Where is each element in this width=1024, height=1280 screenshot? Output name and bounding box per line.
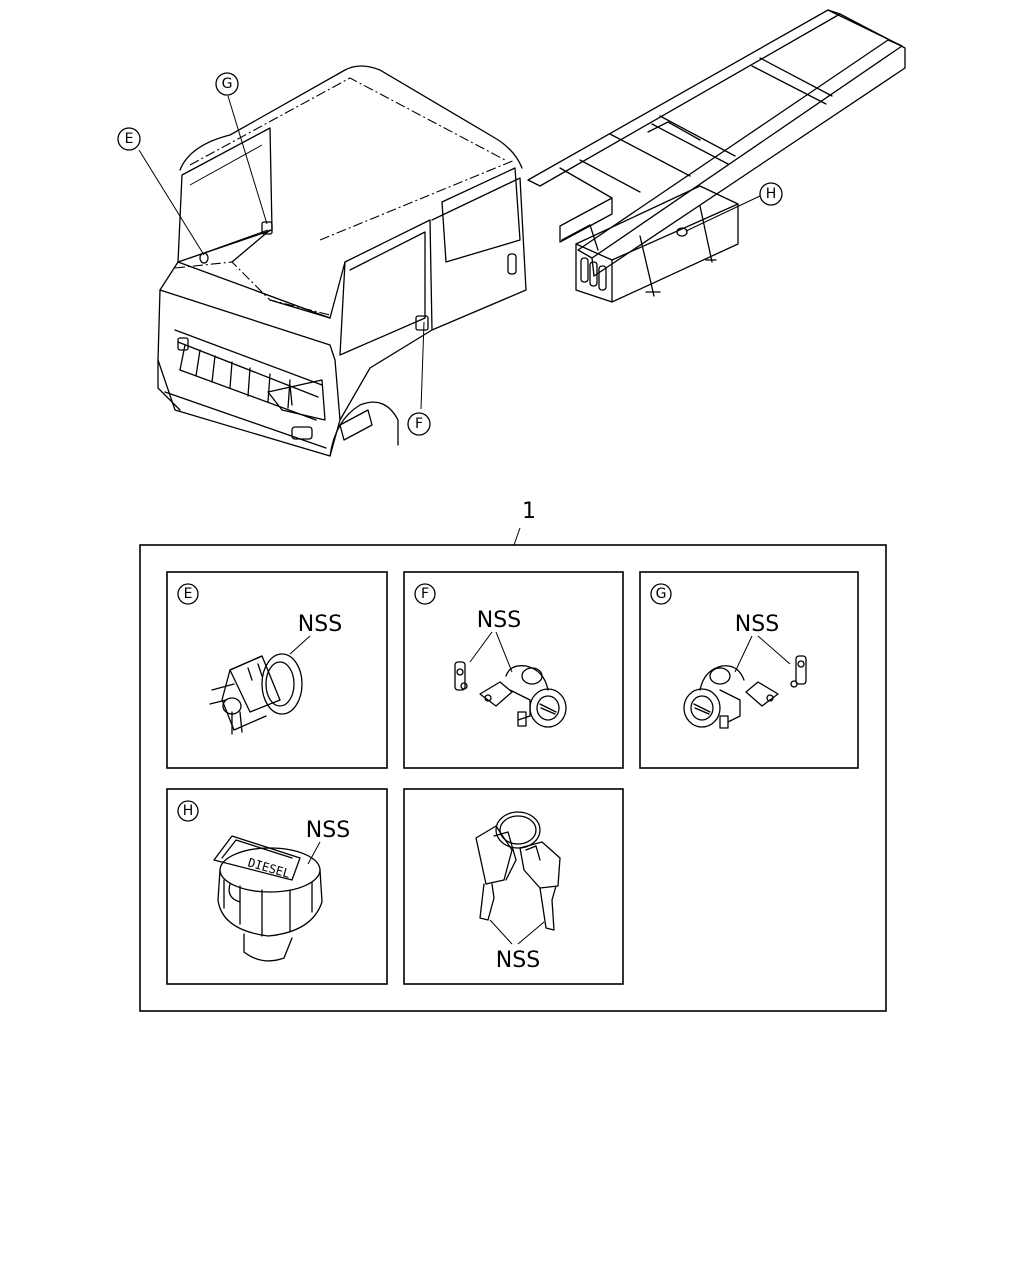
panel-e-nss-label: NSS xyxy=(298,612,342,637)
chassis-frame xyxy=(527,9,906,277)
panel-g-letter: G xyxy=(656,586,667,602)
panel-e-letter: E xyxy=(184,586,193,602)
callout-g-label: G xyxy=(222,76,233,92)
panel-f: F NSS xyxy=(403,571,624,769)
callout-g: G xyxy=(215,72,239,96)
diesel-embossed-text: DIESEL xyxy=(246,855,292,880)
panel-g: G NSS xyxy=(639,571,859,769)
callout-e-label: E xyxy=(125,131,134,147)
fuel-cap: DIESEL xyxy=(213,835,323,962)
callout-f-label: F xyxy=(415,416,423,432)
truck-illustration: E G F H xyxy=(117,9,906,457)
panel-h-letter: H xyxy=(183,803,194,819)
panel-f-frame xyxy=(403,571,624,769)
callout-leaders xyxy=(138,95,761,410)
panel-h-nss-label: NSS xyxy=(306,818,350,843)
panel-e-frame xyxy=(166,571,388,769)
callout-f: F xyxy=(407,412,431,436)
panel-g-frame xyxy=(639,571,859,769)
door-lock-cylinder-mirrored xyxy=(683,655,807,729)
callout-h: H xyxy=(759,182,783,206)
callout-e: E xyxy=(117,127,141,151)
panel-g-nss-label: NSS xyxy=(735,612,779,637)
hood-lock-part xyxy=(209,653,303,735)
panel-f-nss-label: NSS xyxy=(477,608,521,633)
door-lock-cylinder xyxy=(454,661,567,728)
panel-keys: NSS xyxy=(403,788,624,985)
callout-h-label: H xyxy=(766,186,777,202)
group-number-label: 1 xyxy=(522,499,536,524)
panel-e: E NSS xyxy=(166,571,388,769)
group-number: 1 xyxy=(513,499,536,546)
truck-cab xyxy=(157,65,527,457)
panel-keys-frame xyxy=(403,788,624,985)
panel-h: H NSS DIESEL xyxy=(166,788,388,985)
fuel-tank xyxy=(575,185,739,303)
key-set xyxy=(475,811,561,931)
panel-f-letter: F xyxy=(421,586,429,602)
panel-keys-nss-label: NSS xyxy=(496,948,540,973)
panel-h-frame xyxy=(166,788,388,985)
group-frame xyxy=(139,544,887,1012)
